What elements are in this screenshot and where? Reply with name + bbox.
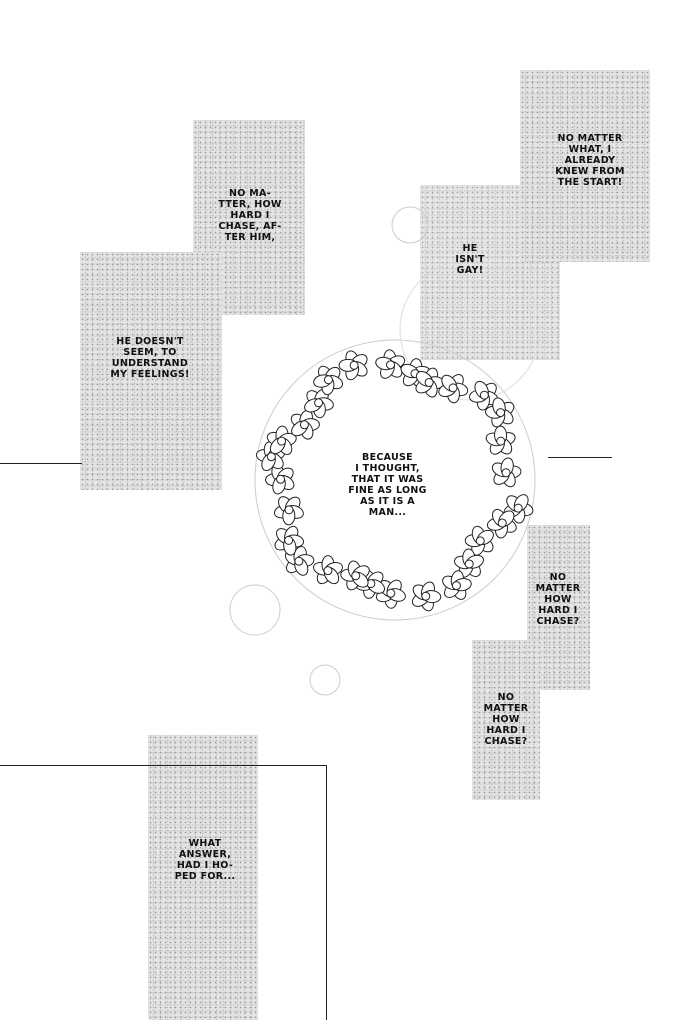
screentone-panel [80,252,222,490]
rose-icon [355,569,386,599]
caption-chase-2: NO MATTER HOW HARD I CHASE? [483,692,529,747]
rose-icon [485,425,516,455]
panel-border [326,765,327,1020]
rose-icon [486,508,517,539]
rose-icon [284,545,315,576]
rose-icon [290,409,320,440]
caption-because: BECAUSE I THOUGHT, THAT IT WAS FINE AS L… [348,452,427,518]
caption-feelings: HE DOESN'T SEEM, TO UNDERSTAND MY FEELIN… [110,336,190,380]
screentone-panel [420,185,560,360]
caption-not-gay: HE ISN'T GAY! [455,243,485,276]
rose-icon [411,581,442,612]
rose-icon [274,525,305,556]
rose-icon [375,349,406,379]
panel-border [0,463,82,464]
rose-icon [442,570,472,600]
rose-icon [468,380,499,411]
rose-icon [415,367,445,398]
rose-icon [503,494,534,524]
panel-border [0,765,327,766]
caption-chase-after: NO MA- TTER, HOW HARD I CHASE, AF- TER H… [218,188,282,243]
rose-icon [338,350,368,381]
caption-chase-1: NO MATTER HOW HARD I CHASE? [535,572,581,627]
rose-icon [438,374,469,404]
rose-icon [464,525,494,556]
rose-icon [273,496,304,526]
screentone-panel [520,70,650,262]
rose-icon [340,560,370,591]
caption-answer: WHAT ANSWER, HAD I HO- PED FOR... [174,838,236,882]
rose-icon [485,397,515,428]
rose-icon [265,464,295,495]
panel-border [548,457,612,458]
rose-icon [313,365,344,396]
screentone-panel [148,735,258,1020]
screentone-panel [472,640,540,800]
rose-icon [491,457,522,488]
rose-icon [266,425,297,455]
caption-knew: NO MATTER WHAT, I ALREADY KNEW FROM THE … [555,133,625,188]
rose-icon [313,555,343,585]
